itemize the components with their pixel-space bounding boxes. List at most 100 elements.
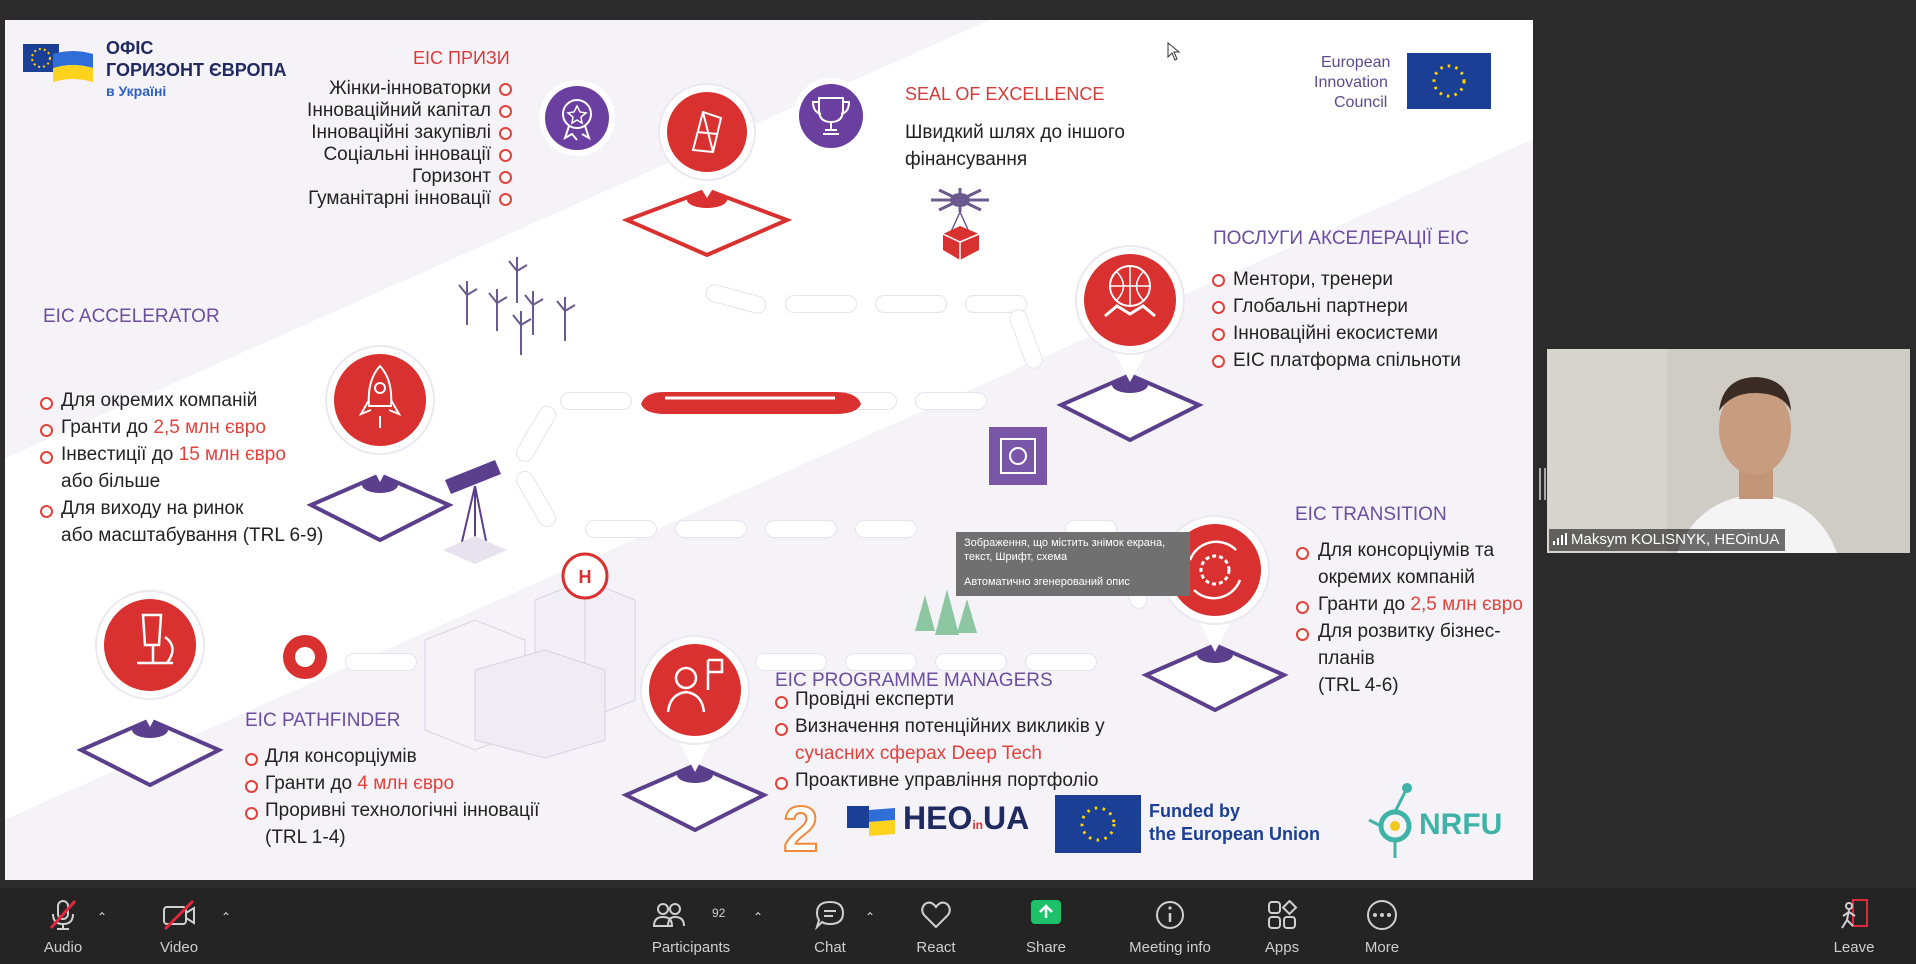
eu-ua-flag-icon <box>23 44 93 82</box>
transition-item3-cont2: (TRL 4-6) <box>1318 675 1399 696</box>
bullet-icon <box>499 83 512 96</box>
pathfinder-title: EIC PATHFINDER <box>245 710 401 731</box>
start-marker-icon <box>283 635 327 679</box>
chevron-up-icon: ⌃ <box>753 910 764 924</box>
react-label: React <box>916 939 956 956</box>
accelerator-title: EIC ACCELERATOR <box>43 306 220 327</box>
participants-count: 92 <box>712 906 726 920</box>
video-button[interactable]: Video <box>146 888 212 964</box>
seal-line2: фінансування <box>905 149 1028 170</box>
more-icon <box>1367 900 1397 930</box>
train-icon <box>641 392 861 414</box>
tooltip-line2: текст, Шрифт, схема <box>964 551 1068 563</box>
drone-icon <box>931 188 989 260</box>
chevron-up-icon: ⌃ <box>221 910 232 924</box>
eic-logo-line3: Council <box>1334 94 1388 111</box>
acceleration-item: Глобальні партнери <box>1233 296 1409 317</box>
eic-logo-line2: Innovation <box>1314 74 1388 91</box>
participant-video-tile[interactable]: Maksym KOLISNYK, HEOinUA <box>1547 349 1910 553</box>
transition-title: EIC TRANSITION <box>1295 504 1447 525</box>
meeting-toolbar: Audio ⌃ Video ⌃ 92 Participants ⌃ Chat <box>0 888 1916 964</box>
managers-item1: Провідні експерти <box>795 689 955 710</box>
bullet-icon <box>40 451 53 464</box>
apps-button[interactable]: Apps <box>1252 888 1312 964</box>
apps-label: Apps <box>1264 939 1300 956</box>
trophy-icon <box>793 78 869 154</box>
accelerator-item2: Гранти до 2,5 млн євро <box>61 417 266 438</box>
prize-item: Горизонт <box>411 166 491 187</box>
bullet-icon <box>1296 547 1309 560</box>
tooltip-line3: Автоматично згенерований опис <box>964 576 1130 588</box>
chat-icon <box>814 900 845 931</box>
share-button[interactable]: Share <box>1016 888 1076 964</box>
pathfinder-item3: Проривні технологічні інновації <box>265 800 540 821</box>
hospital-building-icon: H <box>424 552 636 759</box>
managers-item2-red: сучасних сферах Deep Tech <box>795 743 1042 764</box>
bullet-icon <box>245 780 258 793</box>
trees-icon <box>915 589 977 635</box>
apps-icon <box>1268 899 1298 929</box>
prize-item: Жінки-інноваторки <box>329 78 491 99</box>
seal-title: SEAL OF EXCELLENCE <box>905 84 1105 104</box>
participants-label: Participants <box>651 939 731 956</box>
participant-name: Maksym KOLISNYK, HEOinUA <box>1571 531 1780 548</box>
office-logo-line2: ГОРИЗОНТ ЄВРОПА <box>106 60 287 80</box>
audio-label: Audio <box>43 939 83 956</box>
managers-item3: Проактивне управління портфоліо <box>795 770 1099 791</box>
participants-options-caret[interactable]: ⌃ <box>750 888 766 964</box>
signal-strength-icon <box>1553 533 1567 545</box>
prizes-title: EIC ПРИЗИ <box>413 48 510 68</box>
accelerator-item1: Для окремих компаній <box>61 390 258 411</box>
wind-turbines-icon <box>458 257 576 355</box>
heart-icon <box>921 901 951 929</box>
transition-item1: Для консорціумів та <box>1318 540 1495 561</box>
more-button[interactable]: More <box>1352 888 1412 964</box>
chevron-up-icon: ⌃ <box>865 910 876 924</box>
bullet-icon <box>499 171 512 184</box>
participant-video-feed <box>1547 349 1910 553</box>
chat-button[interactable]: Chat <box>800 888 860 964</box>
mouse-cursor-icon <box>1167 42 1181 61</box>
prize-item: Інноваційний капітал <box>307 100 491 121</box>
seal-line1: Швидкий шлях до іншого <box>905 122 1125 143</box>
audio-options-caret[interactable]: ⌃ <box>94 888 110 964</box>
transition-item3-cont: планів <box>1318 648 1375 669</box>
acceleration-title: ПОСЛУГИ АКСЕЛЕРАЦІЇ EIC <box>1213 228 1469 249</box>
bullet-icon <box>245 807 258 820</box>
audio-button[interactable]: Audio <box>30 888 96 964</box>
acceleration-item: Інноваційні екосистеми <box>1233 323 1438 344</box>
video-options-caret[interactable]: ⌃ <box>218 888 234 964</box>
leave-button[interactable]: Leave <box>1824 888 1884 964</box>
leave-icon <box>1841 899 1868 929</box>
bullet-icon <box>40 505 53 518</box>
transition-item1-cont: окремих компаній <box>1318 567 1475 588</box>
participants-button[interactable]: 92 Participants <box>648 888 734 964</box>
chat-options-caret[interactable]: ⌃ <box>862 888 878 964</box>
acceleration-item: EIC платформа спільноти <box>1233 350 1461 371</box>
bullet-icon <box>1212 355 1225 368</box>
office-logo-line3: в Україні <box>106 83 167 99</box>
acceleration-item: Ментори, тренери <box>1233 269 1393 290</box>
eic-logo-line1: European <box>1321 54 1391 71</box>
slide-page-number: 2 <box>782 793 820 865</box>
accelerator-item4-cont: або масштабування (TRL 6-9) <box>61 525 324 546</box>
eu-flag-footer-icon <box>1055 795 1141 853</box>
react-button[interactable]: React <box>906 888 966 964</box>
tooltip-line1: Зображення, що містить знімок екрана, <box>964 537 1166 549</box>
accelerator-item4: Для виходу на ринок <box>61 498 244 519</box>
funded-line2: the European Union <box>1149 824 1320 844</box>
accelerator-item3: Інвестиції до 15 млн євро <box>61 444 286 465</box>
meeting-info-button[interactable]: Meeting info <box>1120 888 1220 964</box>
funded-line1: Funded by <box>1149 801 1240 821</box>
bullet-icon <box>775 696 788 709</box>
heo-logo: HEOinUA <box>903 800 1030 836</box>
bullet-icon <box>245 753 258 766</box>
share-label: Share <box>1025 939 1067 956</box>
participant-name-tag: Maksym KOLISNYK, HEOinUA <box>1549 529 1786 551</box>
share-screen-icon <box>1031 900 1061 924</box>
panel-resize-handle[interactable] <box>1539 468 1546 500</box>
pathfinder-item3-cont: (TRL 1-4) <box>265 827 346 848</box>
bullet-icon <box>1212 274 1225 287</box>
bullet-icon <box>499 193 512 206</box>
prize-item: Інноваційні закупівлі <box>311 122 491 143</box>
